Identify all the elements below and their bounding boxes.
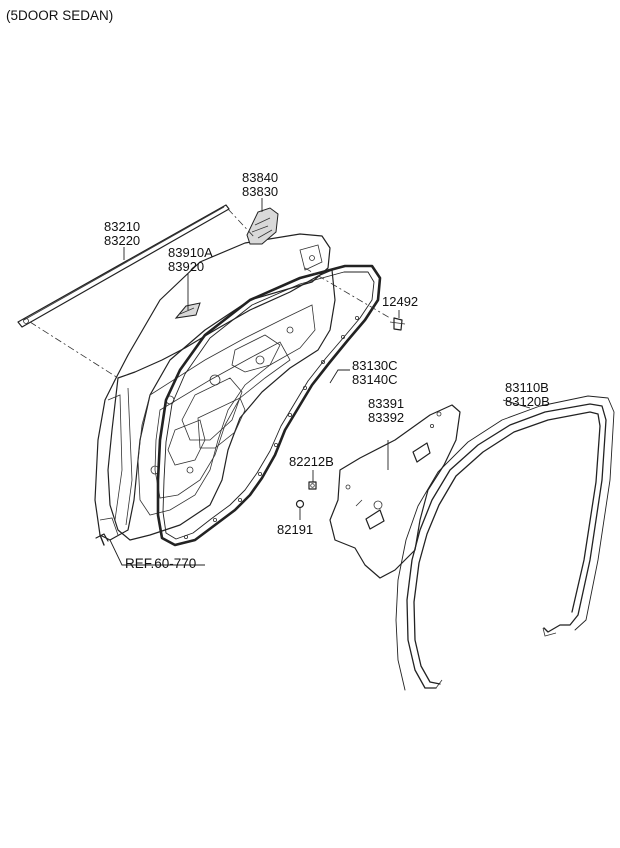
waterproof-sheet: [329, 404, 461, 579]
label-83920: 83920: [168, 259, 204, 274]
bracket-83840: [246, 207, 279, 245]
corner-garnish: [174, 302, 201, 319]
label-83830: 83830: [242, 184, 278, 199]
diagram-title: (5DOOR SEDAN): [6, 8, 113, 23]
label-83210: 83210: [104, 219, 140, 234]
label-83392: 83392: [368, 410, 404, 425]
leader-lines: [95, 198, 531, 566]
label-12492: 12492: [382, 294, 418, 309]
label-82212b: 82212B: [289, 454, 334, 469]
label-83140c: 83140C: [352, 372, 398, 387]
glass-run-channel: [395, 395, 615, 691]
label-83110b: 83110B: [505, 380, 549, 395]
label-83910a: 83910A: [168, 245, 213, 260]
part-labels: 83840 83830 83210 83220 83910A 83920 124…: [104, 170, 550, 571]
clip-82212b: [308, 481, 317, 490]
reference-lines: [29, 208, 391, 379]
door-weatherstrip: [156, 264, 382, 547]
screw-12492: [389, 317, 406, 331]
reference-label: REF.60-770: [125, 556, 196, 571]
label-83130c: 83130C: [352, 358, 398, 373]
door-panel: [94, 233, 336, 541]
label-83120b: 83120B: [505, 394, 550, 409]
label-82191: 82191: [277, 522, 313, 537]
label-83840: 83840: [242, 170, 278, 185]
clip-82191: [295, 499, 305, 509]
label-83391: 83391: [368, 396, 404, 411]
label-83220: 83220: [104, 233, 140, 248]
belt-moulding: [17, 204, 230, 328]
